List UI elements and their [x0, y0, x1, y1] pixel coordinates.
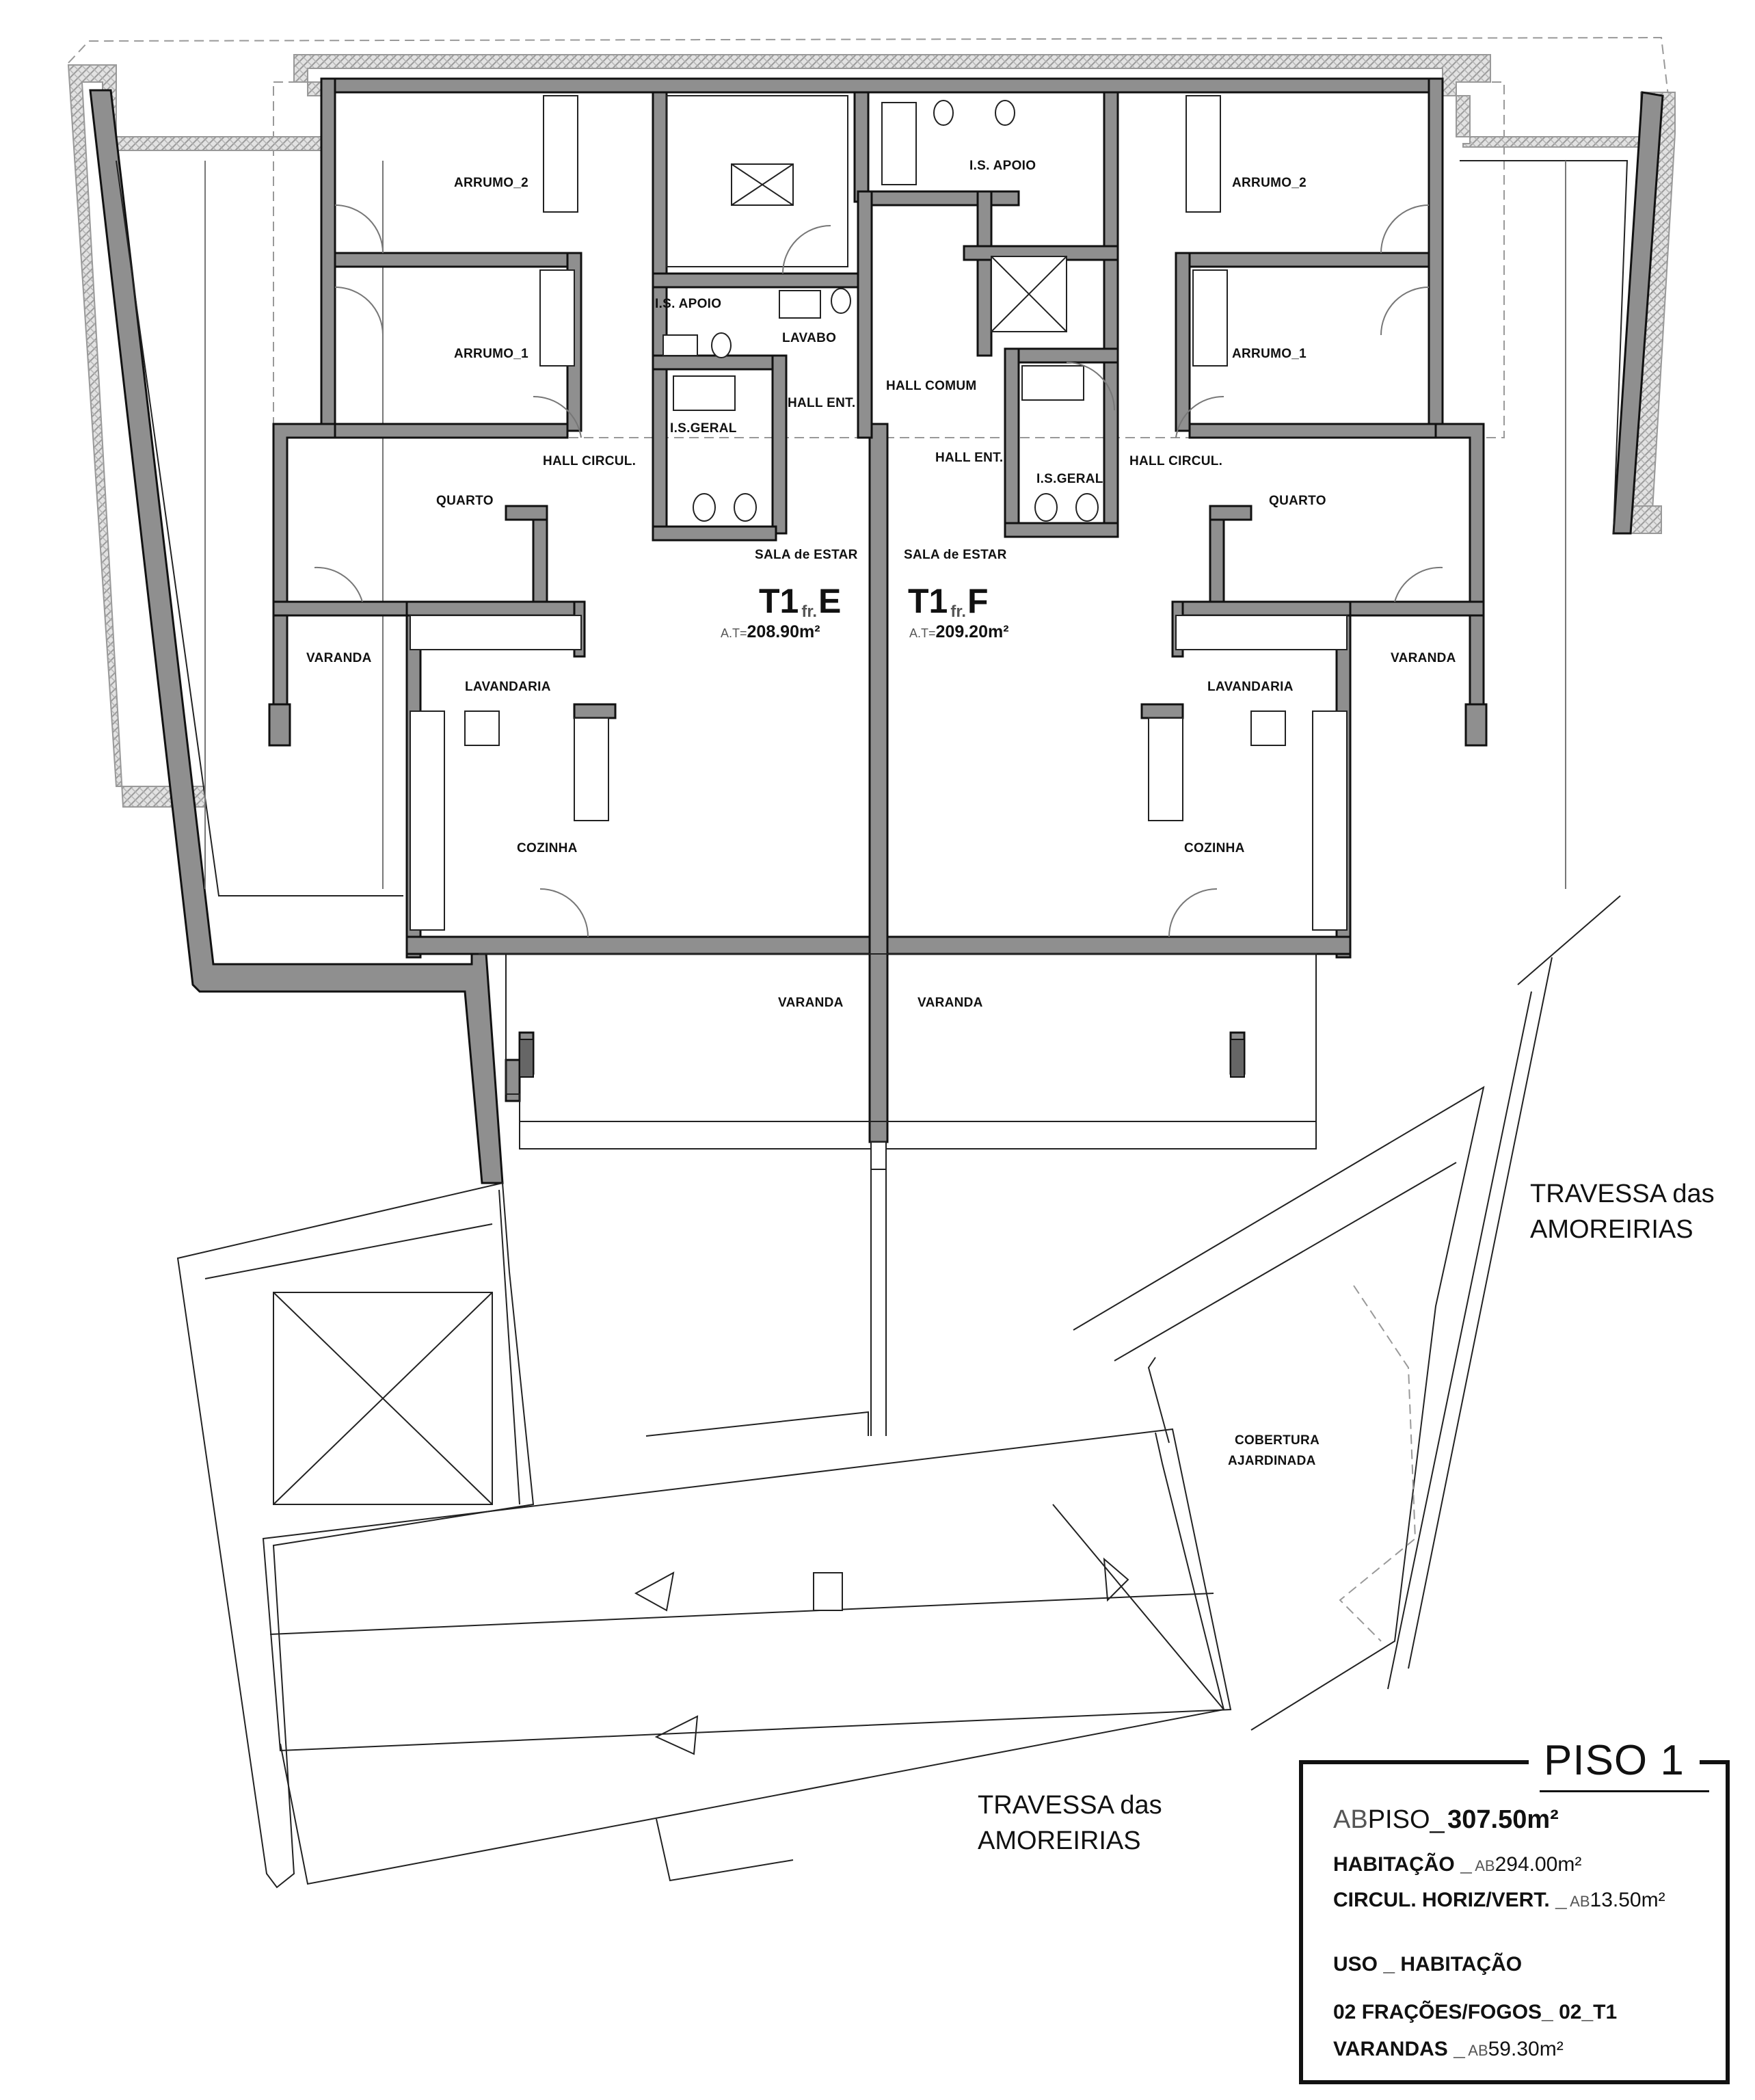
label-hall-circul-right: HALL CIRCUL. [1129, 454, 1222, 468]
legend-varandas-label: VARANDAS _ [1333, 2038, 1465, 2060]
legend-title: PISO 1 [1529, 1736, 1700, 1786]
unit-left-area: A.T=208.90m² [721, 622, 820, 641]
legend-varandas-row: VARANDAS _ AB59.30m² [1333, 2038, 1564, 2061]
street-right-line1: TRAVESSA das [1530, 1180, 1715, 1208]
street-right-line2: AMOREIRIAS [1530, 1215, 1693, 1244]
legend-varandas-ab: AB [1468, 2042, 1488, 2059]
legend-fracoes: 02 FRAÇÕES/FOGOS_ 02_T1 [1333, 2001, 1618, 2023]
label-lavabo: LAVABO [782, 331, 836, 345]
label-is-geral-right: I.S.GERAL [1036, 472, 1103, 486]
label-lavandaria-right: LAVANDARIA [1207, 680, 1294, 694]
label-varanda-side-left: VARANDA [306, 651, 372, 665]
outer-shell [89, 89, 1664, 1184]
lower-area [176, 895, 1621, 1889]
legend-varandas-area: 59.30m² [1488, 2038, 1564, 2060]
central-balcony [479, 953, 1317, 1436]
label-lavandaria-left: LAVANDARIA [465, 680, 551, 694]
label-cozinha-right: COZINHA [1184, 841, 1245, 855]
fixtures [410, 95, 1348, 931]
street-bottom-line1: TRAVESSA das [978, 1791, 1162, 1820]
label-hall-ent-right: HALL ENT. [935, 451, 1003, 465]
label-hall-comum: HALL COMUM [886, 379, 976, 393]
label-quarto-right: QUARTO [1269, 494, 1326, 508]
label-is-apoio-right: I.S. APOIO [969, 159, 1036, 173]
unit-right-letter: F [967, 582, 989, 620]
unit-left-fr: fr. [801, 602, 817, 621]
labels-right-unit: ARRUMO_2 ARRUMO_1 QUARTO HALL CIRCUL. VA… [886, 159, 1456, 1010]
label-varanda-side-right: VARANDA [1391, 651, 1456, 665]
legend-circul-ab: AB [1570, 1893, 1590, 1910]
unit-right-fr: fr. [950, 602, 966, 621]
legend-habitacao-label: HABITAÇÃO _ [1333, 1853, 1472, 1876]
door-swings [314, 204, 1443, 938]
legend-circul-area: 13.50m² [1590, 1889, 1665, 1911]
label-cobertura-1: COBERTURA [1235, 1433, 1319, 1448]
label-cobertura-2: AJARDINADA [1228, 1454, 1316, 1468]
label-is-geral-left: I.S.GERAL [670, 421, 737, 436]
labels-left-unit: ARRUMO_2 ARRUMO_1 QUARTO HALL CIRCUL. VA… [306, 176, 858, 1010]
legend-piso-area: 307.50m² [1447, 1805, 1559, 1834]
label-quarto-left: QUARTO [436, 494, 494, 508]
legend-habitacao-row: HABITAÇÃO _ AB294.00m² [1333, 1853, 1581, 1876]
label-hall-ent-left: HALL ENT. [788, 396, 855, 410]
legend-circul-row: CIRCUL. HORIZ/VERT. _ AB13.50m² [1333, 1889, 1665, 1912]
label-cozinha-left: COZINHA [517, 841, 578, 855]
legend-habitacao-ab: AB [1475, 1857, 1495, 1874]
label-varanda-main-right: VARANDA [917, 996, 983, 1010]
label-sala-left: SALA de ESTAR [755, 548, 858, 562]
label-arrumo2-left: ARRUMO_2 [454, 176, 528, 190]
unit-right-area: A.T=209.20m² [909, 622, 1009, 641]
legend-box: PISO 1 ABPISO_ 307.50m² HABITAÇÃO _ AB29… [1299, 1736, 1730, 2084]
legend-circul-label: CIRCUL. HORIZ/VERT. _ [1333, 1889, 1567, 1911]
label-varanda-main-left: VARANDA [778, 996, 844, 1010]
label-arrumo1-left: ARRUMO_1 [454, 347, 528, 361]
building-walls [268, 77, 1488, 1143]
label-is-apoio-left: I.S. APOIO [655, 297, 721, 311]
legend-piso-label: PISO_ [1367, 1805, 1445, 1834]
street-bottom-line2: AMOREIRIAS [978, 1826, 1141, 1855]
label-sala-right: SALA de ESTAR [904, 548, 1007, 562]
legend-piso-ab: AB [1333, 1805, 1368, 1834]
label-arrumo2-right: ARRUMO_2 [1232, 176, 1307, 190]
label-hall-circul-left: HALL CIRCUL. [543, 454, 636, 468]
unit-left-letter: E [818, 582, 841, 620]
legend-habitacao-area: 294.00m² [1495, 1853, 1582, 1876]
legend-piso-row: ABPISO_ 307.50m² [1333, 1805, 1559, 1835]
legend-uso: USO _ HABITAÇÃO [1333, 1953, 1523, 1976]
label-arrumo1-right: ARRUMO_1 [1232, 347, 1307, 361]
legend-title-underline [1540, 1790, 1709, 1792]
